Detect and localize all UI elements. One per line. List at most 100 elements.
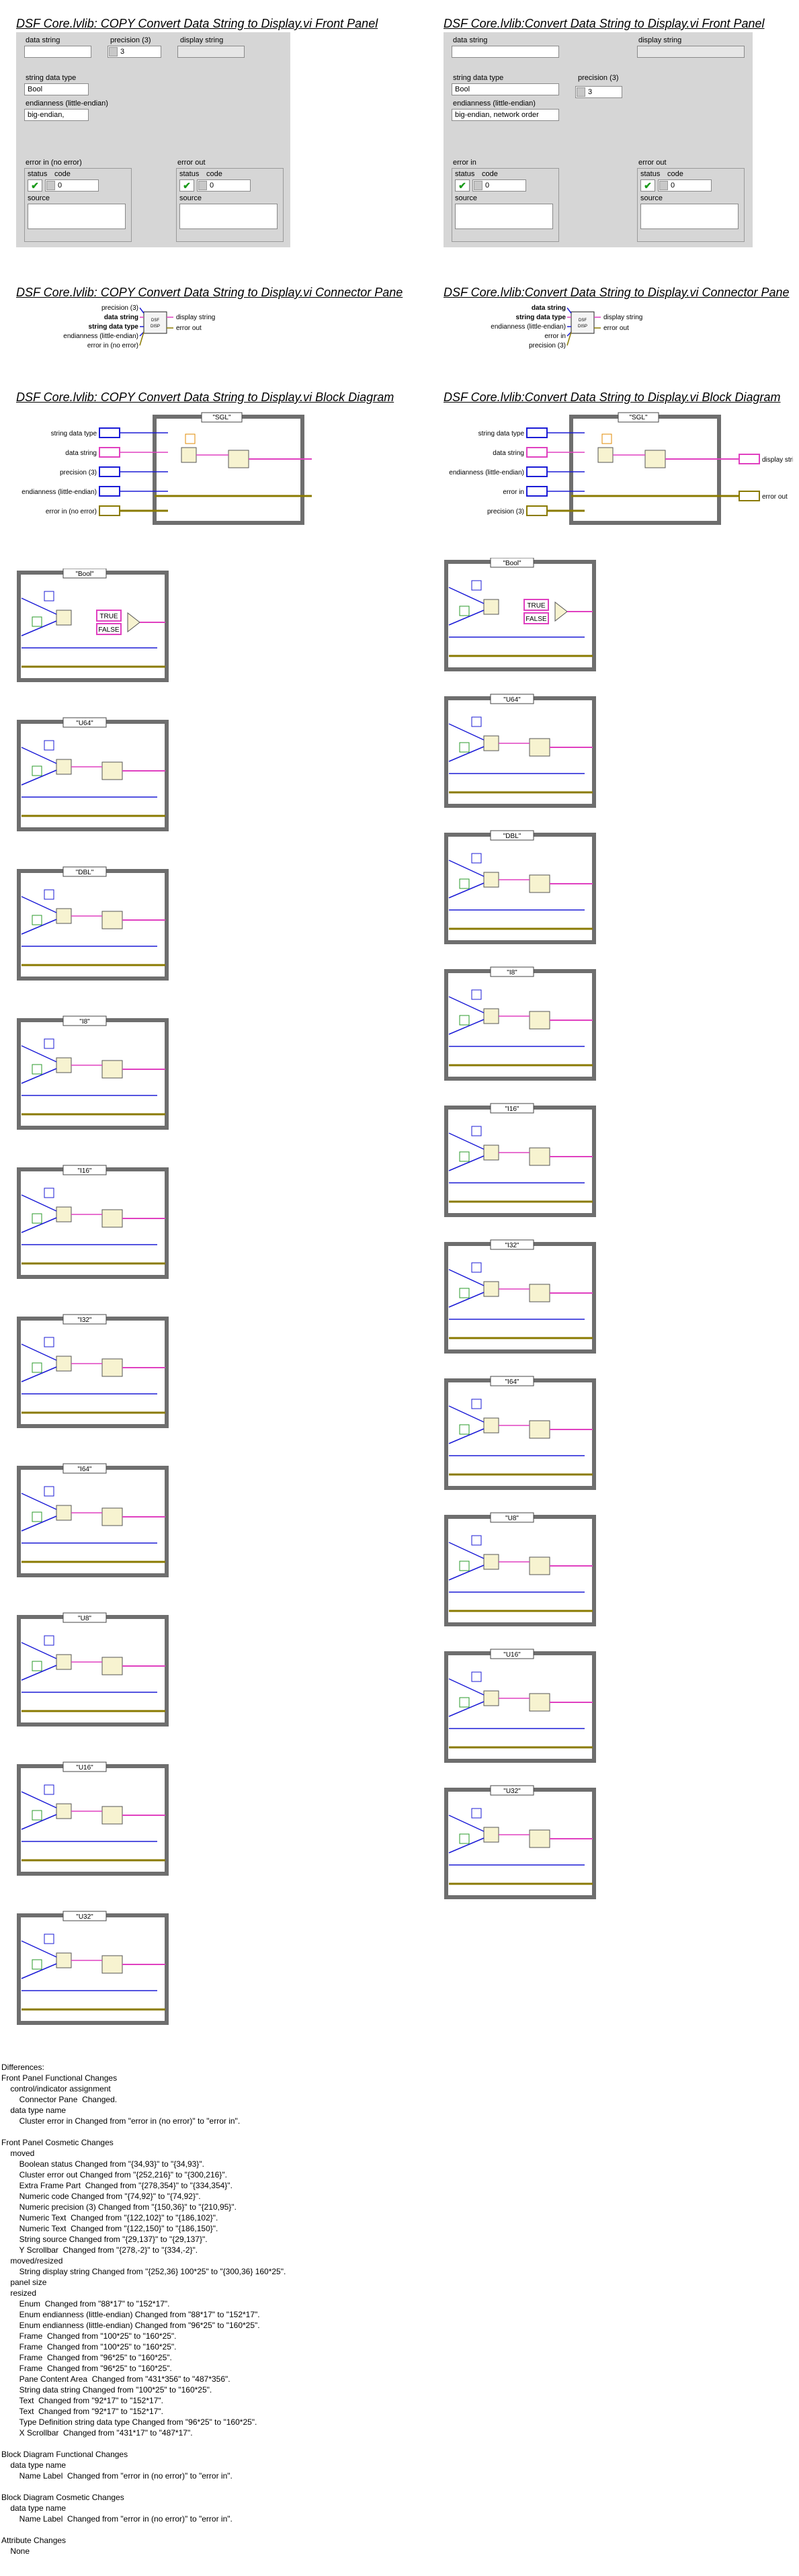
spinner-icon[interactable]	[474, 181, 482, 190]
wire	[21, 770, 57, 786]
spinner-icon[interactable]	[46, 181, 55, 190]
error-in-label: error in (no error)	[26, 159, 82, 167]
wire	[21, 597, 57, 615]
case-selector[interactable]	[490, 1649, 534, 1659]
constant	[471, 989, 482, 1000]
constant	[44, 889, 54, 900]
case-selector-label: "DBL"	[76, 869, 94, 876]
case-selector[interactable]	[62, 568, 107, 579]
case-selector[interactable]	[490, 694, 534, 704]
constant	[459, 878, 470, 889]
case-selector[interactable]	[62, 1911, 107, 1921]
left-connector-pane-title: DSF Core.lvlib: COPY Convert Data String…	[16, 286, 403, 299]
case-selector[interactable]	[62, 1612, 107, 1623]
right-connector-pane-title: DSF Core.lvlib:Convert Data String to Di…	[444, 286, 790, 299]
bd-terminal[interactable]	[99, 505, 120, 516]
case-selector[interactable]	[62, 1165, 107, 1175]
status-check-icon[interactable]: ✔	[28, 179, 42, 192]
error-out-label: error out	[177, 159, 206, 167]
case-selector[interactable]	[490, 1785, 534, 1796]
case-frame: "I32"	[444, 1239, 596, 1354]
constant	[459, 606, 470, 616]
wire	[448, 860, 485, 877]
spinner-icon[interactable]	[577, 87, 585, 97]
wire	[21, 1665, 57, 1681]
case-selector[interactable]	[62, 1015, 107, 1026]
constant	[44, 1784, 54, 1795]
constant	[471, 853, 482, 864]
bd-terminal[interactable]	[526, 486, 548, 497]
precision-label: precision (3)	[110, 36, 151, 44]
format-node	[101, 1209, 123, 1228]
case-selector[interactable]	[490, 557, 534, 568]
constant	[459, 1833, 470, 1844]
case-selector[interactable]	[62, 866, 107, 877]
precision-input[interactable]: 3	[108, 46, 161, 58]
wire	[448, 1542, 485, 1559]
case-selector[interactable]	[490, 966, 534, 977]
spinner-icon[interactable]	[109, 47, 118, 56]
source-input[interactable]	[28, 204, 126, 229]
bd-terminal[interactable]	[526, 447, 548, 458]
case-selector[interactable]	[201, 412, 243, 423]
code-input[interactable]: 0	[472, 179, 526, 192]
function-node	[181, 447, 197, 463]
case-frame: "U8"	[17, 1612, 169, 1727]
precision-input[interactable]: 3	[575, 86, 622, 98]
function-node	[483, 1690, 499, 1706]
status-check-icon[interactable]: ✔	[455, 179, 470, 192]
data-string-input[interactable]	[452, 46, 559, 58]
constant	[32, 765, 42, 776]
bd-terminal[interactable]	[526, 505, 548, 516]
bd-terminal[interactable]	[99, 447, 120, 458]
connector-left-terminal-label: error in (no error)	[87, 342, 138, 349]
case-selector[interactable]	[62, 1314, 107, 1325]
constant	[32, 1064, 42, 1075]
bd-terminal[interactable]	[526, 466, 548, 477]
bd-terminal-label: data string	[493, 450, 524, 457]
bd-terminal-label: endianness (little-endian)	[22, 489, 97, 496]
function-node	[483, 1554, 499, 1570]
case-selector[interactable]	[618, 412, 659, 423]
endianness-select[interactable]: big-endian, network order	[452, 109, 559, 121]
format-node	[529, 1284, 550, 1302]
bd-output-terminal[interactable]	[739, 491, 760, 501]
constant	[459, 1424, 470, 1435]
function-node	[483, 599, 499, 615]
error-in-label: error in	[453, 159, 476, 167]
case-selector[interactable]	[62, 1463, 107, 1474]
bd-terminal-label: precision (3)	[487, 508, 524, 515]
endianness-select[interactable]: big-endian,	[24, 109, 89, 121]
bd-terminal[interactable]	[99, 486, 120, 497]
case-selector[interactable]	[490, 830, 534, 841]
format-node	[101, 1955, 123, 1974]
case-selector[interactable]	[62, 717, 107, 728]
error-in-cluster: status code ✔ 0 source	[452, 168, 559, 242]
source-input[interactable]	[455, 204, 553, 229]
wire	[448, 882, 485, 899]
wire	[448, 1565, 485, 1581]
bd-output-terminal[interactable]	[739, 454, 760, 464]
select-node	[127, 612, 140, 633]
vi-icon-text: DSF	[151, 319, 159, 323]
code-input[interactable]: 0	[45, 179, 99, 192]
string-data-type-select[interactable]: Bool	[24, 83, 89, 95]
case-selector[interactable]	[62, 1761, 107, 1772]
case-selector[interactable]	[490, 1376, 534, 1386]
case-selector[interactable]	[490, 1103, 534, 1114]
case-selector-label: "U16"	[503, 1651, 521, 1659]
case-selector[interactable]	[490, 1239, 534, 1250]
bd-terminal[interactable]	[99, 466, 120, 477]
data-string-input[interactable]	[24, 46, 91, 58]
constant	[44, 1486, 54, 1497]
code-label: code	[482, 170, 498, 178]
bd-terminal[interactable]	[526, 427, 548, 438]
case-selector[interactable]	[490, 1512, 534, 1523]
constant	[32, 1959, 42, 1970]
bd-terminal[interactable]	[99, 427, 120, 438]
connector-left-terminal-label: precision (3)	[101, 304, 138, 312]
connector-left-terminal-label: error in	[544, 333, 566, 340]
status-label: status	[455, 170, 475, 178]
source-label: source	[179, 194, 202, 202]
string-data-type-select[interactable]: Bool	[452, 83, 559, 95]
